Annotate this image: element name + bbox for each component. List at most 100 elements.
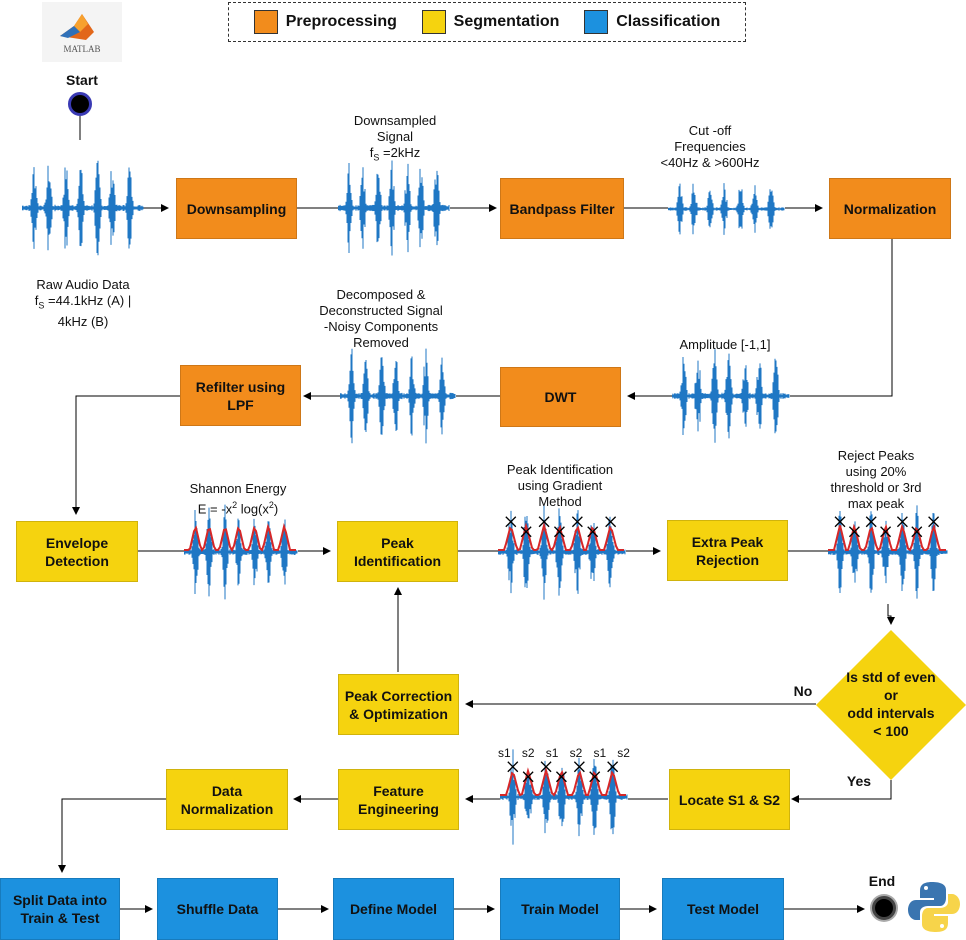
peak-corr-line-2: & Optimization xyxy=(349,705,448,722)
peak-marker-icon xyxy=(538,516,550,528)
peak-marker-icon xyxy=(589,771,601,783)
legend-item-preprocessing: Preprocessing xyxy=(253,10,397,34)
feature-line-2: Engineering xyxy=(358,800,439,817)
s-label: s2 xyxy=(521,746,535,760)
peakid-line-3: Method xyxy=(538,494,582,509)
define-model-box[interactable]: Define Model xyxy=(333,878,454,940)
peak-correction-box[interactable]: Peak Correction & Optimization xyxy=(338,674,459,735)
dwt-box[interactable]: DWT xyxy=(500,367,621,427)
shannon-eq-b: log(x xyxy=(237,501,269,517)
s1-s2-waveform xyxy=(500,749,628,845)
waveform-trace xyxy=(500,749,628,845)
normalization-box[interactable]: Normalization xyxy=(829,178,951,239)
waveform-trace xyxy=(338,160,450,256)
start-label: Start xyxy=(66,72,98,88)
shannon-eq-a: E = -x xyxy=(197,501,233,517)
rejected-peaks-waveform xyxy=(828,505,948,599)
peak-marker-icon xyxy=(571,516,583,528)
shannon-eq-sup2: 2 xyxy=(268,500,274,510)
envelope-line-1: Envelope xyxy=(45,534,109,551)
down-line-3: fS =2kHz xyxy=(330,145,460,166)
shannon-line-1: Shannon Energy xyxy=(189,481,287,496)
decision-text: Is std of even or odd intervals < 100 xyxy=(831,668,951,740)
s-label: s2 xyxy=(569,746,583,760)
downsampled-label: Downsampled Signal fS =2kHz xyxy=(330,113,460,166)
filtered-waveform xyxy=(668,183,785,235)
down-line-1: Downsampled xyxy=(353,113,437,128)
peak-marker-icon xyxy=(607,761,619,773)
peak-marker-icon xyxy=(555,771,567,783)
peak-identification-box[interactable]: Peak Identification xyxy=(337,521,458,582)
raw-audio-line-1: Raw Audio Data xyxy=(36,277,130,292)
legend-label-preprocessing: Preprocessing xyxy=(285,13,397,30)
data-normalization-box[interactable]: Data Normalization xyxy=(166,769,288,830)
decomposed-waveform xyxy=(340,348,456,444)
peak-marker-icon xyxy=(553,526,565,538)
refilter-line-1: Refilter using xyxy=(195,378,286,395)
waveform-trace xyxy=(498,504,626,600)
matlab-membrane-icon xyxy=(60,14,94,40)
peak-id-method-label: Peak Identification using Gradient Metho… xyxy=(490,462,630,510)
decision-line-1: Is std of even xyxy=(846,669,936,685)
segmentation-swatch xyxy=(421,10,446,34)
decomp-line-1: Decomposed & xyxy=(336,287,426,302)
decomp-line-3: -Noisy Components xyxy=(323,319,439,334)
waveform-trace xyxy=(184,504,298,600)
feature-line-1: Feature xyxy=(373,782,424,799)
train-model-box[interactable]: Train Model xyxy=(500,878,620,940)
raw-audio-waveform xyxy=(22,160,144,256)
extra-peak-line-2: Rejection xyxy=(695,551,759,568)
downsampling-box[interactable]: Downsampling xyxy=(176,178,297,239)
peak-id-waveform xyxy=(498,504,626,600)
python-logo-icon xyxy=(906,878,962,936)
peak-marker-icon xyxy=(880,526,892,538)
raw-audio-line-2: fS =44.1kHz (A) | xyxy=(8,293,158,314)
peak-marker-icon xyxy=(896,516,908,528)
extra-peak-rejection-box[interactable]: Extra Peak Rejection xyxy=(667,520,788,581)
datanorm-line-2: Normalization xyxy=(180,800,274,817)
waveform-trace xyxy=(672,349,790,443)
no-label: No xyxy=(793,683,813,699)
peakid-line-2: using Gradient xyxy=(517,478,603,493)
reject-line-2: using 20% xyxy=(845,464,907,479)
peak-marker-icon xyxy=(520,526,532,538)
downsampled-waveform xyxy=(338,160,450,256)
shannon-eq-sup: 2 xyxy=(232,500,238,510)
legend-label-segmentation: Segmentation xyxy=(453,13,560,30)
shannon-line-2: E = -x2 log(x2) xyxy=(168,497,308,517)
decision-line-4: < 100 xyxy=(873,723,909,739)
locate-s1-s2-box[interactable]: Locate S1 & S2 xyxy=(669,769,790,830)
s-label: s1 xyxy=(545,746,559,760)
feature-engineering-box[interactable]: Feature Engineering xyxy=(338,769,459,830)
envelope-detection-box[interactable]: Envelope Detection xyxy=(16,521,138,582)
s-label: s2 xyxy=(617,746,630,760)
reject-line-3: threshold or 3rd xyxy=(830,480,922,495)
decision-diamond[interactable]: Is std of even or odd intervals < 100 xyxy=(816,630,966,780)
peak-marker-icon xyxy=(848,526,860,538)
refilter-line-2: LPF xyxy=(227,396,254,413)
s-label: s1 xyxy=(498,746,511,760)
reject-line-4: max peak xyxy=(847,496,905,511)
decomp-line-2: Deconstructed Signal xyxy=(319,303,443,318)
cut-line-1: Cut -off xyxy=(688,123,732,138)
test-model-box[interactable]: Test Model xyxy=(662,878,784,940)
down-f-tail: =2kHz xyxy=(379,145,421,160)
shuffle-data-box[interactable]: Shuffle Data xyxy=(157,878,278,940)
cut-line-3: <40Hz & >600Hz xyxy=(660,155,760,170)
peak-marker-icon xyxy=(522,771,534,783)
raw-f-sub: S xyxy=(38,300,45,311)
down-f: f xyxy=(369,145,374,160)
extra-peak-line-1: Extra Peak xyxy=(691,533,764,550)
peak-corr-line-1: Peak Correction xyxy=(344,687,453,704)
yes-label: Yes xyxy=(846,773,872,789)
split-data-box[interactable]: Split Data into Train & Test xyxy=(0,878,120,940)
cutoff-label: Cut -off Frequencies <40Hz & >600Hz xyxy=(640,123,780,171)
matlab-logo-text: MATLAB xyxy=(63,44,101,54)
split-line-2: Train & Test xyxy=(20,910,100,926)
bandpass-filter-box[interactable]: Bandpass Filter xyxy=(500,178,624,239)
s-label: s1 xyxy=(593,746,607,760)
decomp-line-4: Removed xyxy=(353,335,409,350)
peak-marker-icon xyxy=(605,516,617,528)
refilter-lpf-box[interactable]: Refilter using LPF xyxy=(180,365,301,426)
peak-marker-icon xyxy=(865,516,877,528)
